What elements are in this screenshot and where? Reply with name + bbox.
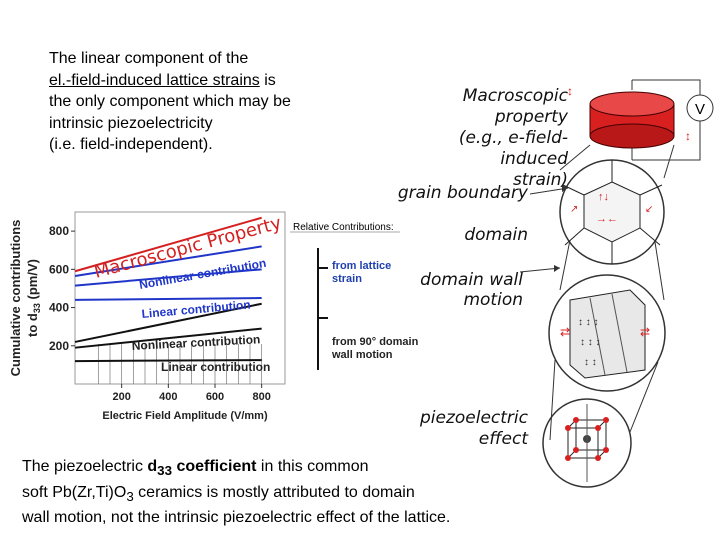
y-tick-label: 800 (49, 224, 69, 238)
conclusion-line-1: The piezoelectric d33 coefficient in thi… (22, 456, 522, 482)
d-subscript: 33 (157, 463, 172, 479)
x-axis-label: Electric Field Amplitude (V/mm) (102, 410, 268, 422)
y-axis: 200 400 600 800 (49, 224, 75, 353)
x-tick-label: 400 (159, 391, 177, 403)
series-lines (74, 216, 262, 363)
x-axis: 200 400 600 800 (112, 384, 271, 403)
dwm-label-line-2: motion (463, 290, 523, 310)
series-line-black3 (74, 359, 262, 363)
coefficient-word: coefficient (172, 458, 257, 475)
x-tick-label: 800 (252, 391, 270, 403)
unit-cell-detail (542, 398, 632, 488)
ceramic-cylinder: V ↕ ↕ (567, 79, 714, 161)
conclusion-part-2: in this common (256, 458, 369, 475)
polarization-arrow-icon: ↗ (570, 204, 578, 215)
intro-line-1: The linear component of the (49, 50, 249, 67)
field-arrow-icon: ↕ (685, 129, 691, 143)
dipole-pattern: ↕ ↕ ↕ (578, 317, 599, 328)
intro-line-2-suffix: is (259, 71, 276, 89)
dipole-pattern: ↕ ↕ (584, 357, 597, 368)
d33-chart: 200 400 600 800 200 400 600 800 Cumulative con… (8, 211, 286, 422)
domain-label: domain (464, 225, 528, 245)
intro-line-2: el.-field-induced lattice strains is (49, 70, 349, 92)
intro-line-4: intrinsic piezoelectricity (49, 114, 213, 132)
d33-term: d33 coefficient (147, 458, 257, 479)
grain-detail: ↑↓ →← ↗ ↙ (559, 159, 665, 265)
domain-wall-motion-label: domain wall motion (410, 270, 523, 310)
dipole-pattern: ↕ ↕ ↕ (580, 337, 601, 348)
field-arrow-icon: ↕ (567, 84, 573, 98)
polarization-arrow-icon: ↑↓ (598, 191, 609, 203)
wall-motion-arrow-icon: ⇄ (640, 325, 650, 339)
series-line-blue1 (74, 245, 262, 278)
piezo-label-line-2: effect (478, 429, 528, 449)
piezo-label-line-1: piezoelectric (419, 408, 528, 428)
y-tick-label: 400 (49, 301, 69, 315)
conclusion-line-2: soft Pb(Zr,Ti)O3 ceramics is mostly attr… (22, 482, 522, 508)
intro-text: The linear component of the el.-field-in… (49, 48, 349, 156)
series-line-black2 (74, 327, 262, 349)
domain-line-2: wall motion (332, 349, 393, 361)
lattice-line-2: strain (332, 273, 362, 285)
grain-boundary-label: grain boundary (397, 183, 528, 203)
domain-wall-contribution: from 90° domain wall motion (332, 336, 418, 362)
piezoelectric-effect-label: piezoelectric effect (403, 408, 528, 450)
intro-line-5: (i.e. field-independent). (49, 136, 213, 153)
macro-label-line-1: Macroscopic property (462, 86, 568, 127)
d-symbol: d (147, 458, 158, 475)
x-tick-label: 600 (206, 391, 224, 403)
x-tick-label: 200 (112, 391, 130, 403)
domain-line-1: from 90° domain (332, 336, 419, 348)
macro-label-line-2: (e.g., e-field-induced (458, 128, 568, 169)
lattice-strain-contribution: from lattice strain (332, 260, 391, 286)
domain-wall-detail: ↕ ↕ ↕ ↕ ↕ ↕ ↕ ↕ ⇄ ⇄ (548, 274, 666, 392)
polarization-arrow-icon: →← (596, 213, 618, 225)
conclusion-line-3: wall motion, not the intrinsic piezoelec… (22, 509, 451, 527)
relative-contributions-title: Relative Contributions: (293, 222, 394, 233)
relative-brackets (290, 231, 400, 370)
macro-label-line-3: strain) (512, 170, 568, 190)
intro-line-3: the only component which may be (49, 93, 291, 110)
series-line-macro (74, 216, 262, 273)
conclusion-part-1: The piezoelectric (22, 458, 148, 475)
lattice-line-1: from lattice (332, 260, 392, 272)
wall-motion-arrow-icon: ⇄ (560, 325, 570, 339)
conclusion-line-2b: ceramics is mostly attributed to domain (133, 483, 415, 501)
annotation-nonlinear-bottom: Nonlinear contribution (131, 332, 260, 353)
y-tick-label: 200 (49, 339, 69, 353)
intro-underlined-phrase: el.-field-induced lattice strains (49, 71, 260, 89)
conclusion-line-2a: soft Pb(Zr,Ti)O (22, 483, 127, 501)
voltage-symbol: V (695, 101, 705, 118)
y-axis-label-line-2: to d33 (pm/V) (25, 259, 42, 337)
annotation-linear-bottom: Linear contribution (161, 360, 270, 374)
polarization-arrow-icon: ↙ (645, 204, 653, 215)
conclusion-text: The piezoelectric d33 coefficient in thi… (22, 456, 522, 529)
series-line-blue2 (74, 268, 262, 287)
series-line-black1 (74, 302, 262, 343)
o3-subscript: 3 (126, 488, 134, 504)
y-axis-label-line-1: Cumulative contributions (8, 220, 23, 377)
macroscopic-property-label: Macroscopic property (e.g., e-field-indu… (393, 86, 568, 191)
field-markers (97, 344, 263, 384)
y-tick-label: 600 (49, 262, 69, 276)
dwm-label-line-1: domain wall (420, 270, 523, 290)
series-line-blue3 (74, 297, 262, 301)
hierarchy-diagram: V ↕ ↕ ↑↓ →← ↗ ↙ ↕ ↕ ↕ ↕ ↕ ↕ ↕ (519, 79, 714, 488)
